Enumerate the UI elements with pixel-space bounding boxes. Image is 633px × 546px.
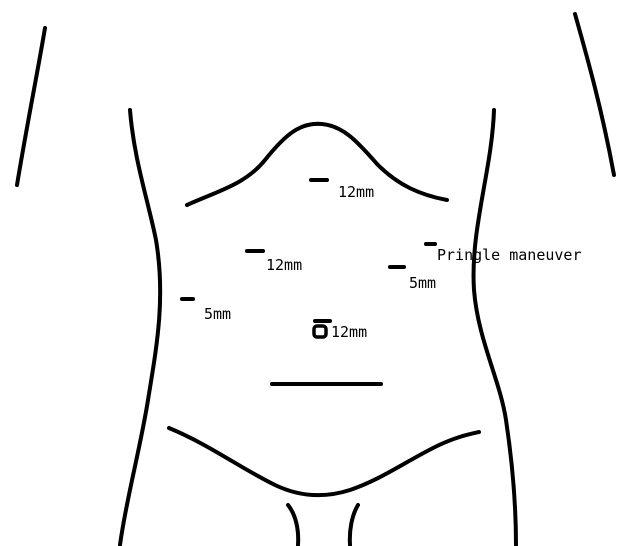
umbilical-port-label: 12mm [331, 323, 367, 341]
epigastric-port-label: 12mm [338, 183, 374, 201]
left-arm-outline [17, 28, 45, 185]
left-leg-outline [288, 505, 298, 545]
camera-port-icon [314, 326, 326, 337]
left-upper-port-label: 5mm [409, 274, 436, 292]
right-leg-outline [350, 505, 358, 545]
left-torso-outline [120, 110, 160, 545]
costal-margin-outline [187, 124, 447, 205]
pringle-maneuver-label: Pringle maneuver [437, 246, 582, 264]
pelvic-outline [169, 428, 479, 495]
right-torso-outline [474, 110, 516, 545]
right-upper-port-label: 12mm [266, 256, 302, 274]
right-lateral-port-label: 5mm [204, 305, 231, 323]
right-arm-outline [575, 14, 614, 175]
